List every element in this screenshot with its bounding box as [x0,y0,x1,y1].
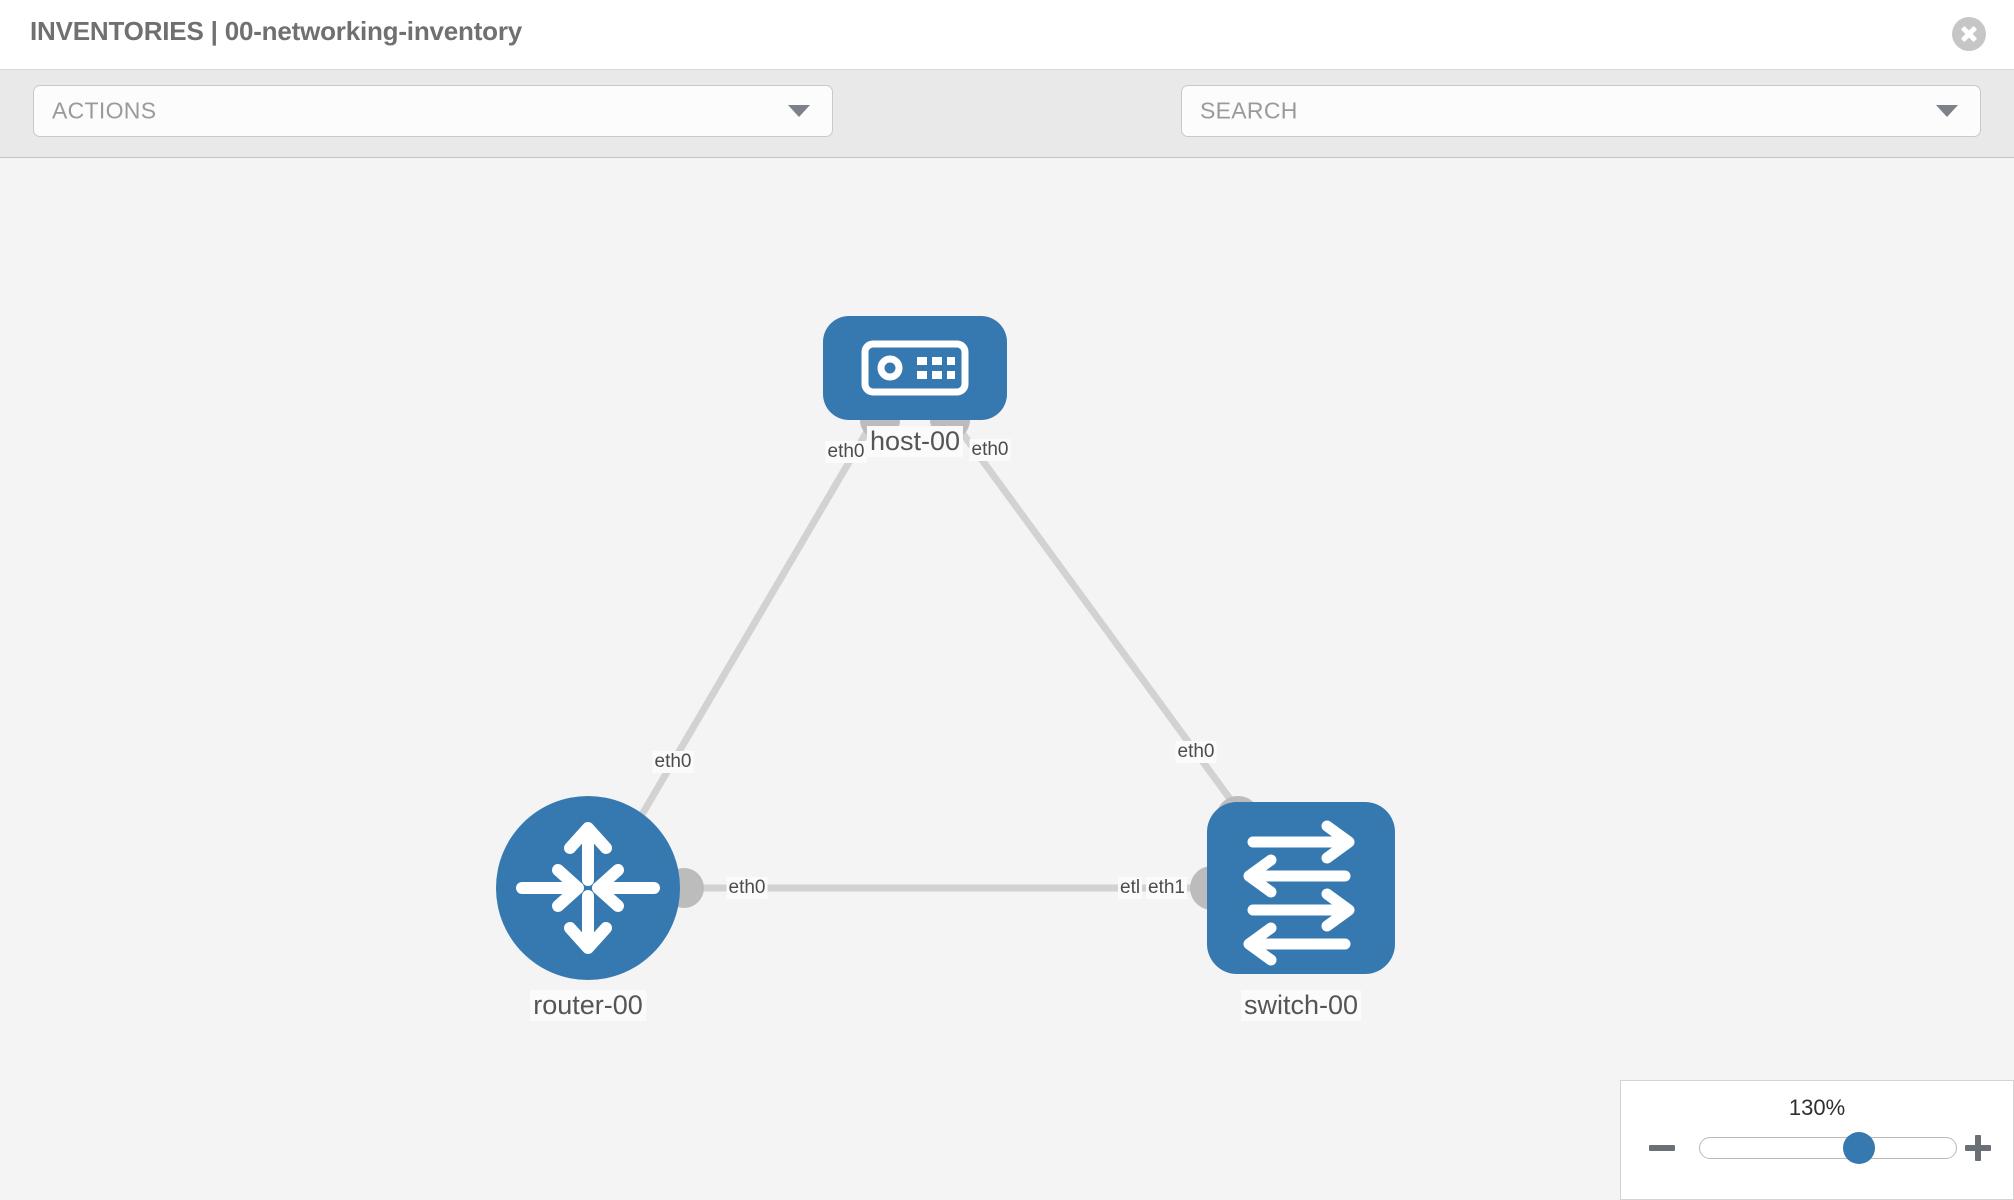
node-router-00 [496,796,680,980]
chevron-down-icon [788,105,810,117]
topology-edges [636,420,1247,892]
zoom-level-value: 130% [1788,1095,1846,1120]
iface-label-router-right[interactable]: eth0 [726,877,768,899]
iface-label-switch-left[interactable]: eth1 [1146,877,1187,899]
search-input[interactable]: SEARCH [1181,85,1981,137]
zoom-control-panel: 130% [1620,1080,2014,1200]
iface-label-switch-left-overlap: etl [1118,877,1143,899]
zoom-in-button[interactable] [1961,1131,1995,1165]
zoom-slider-thumb[interactable] [1842,1132,1875,1164]
topology-canvas[interactable]: host-00 router-00 switch-00 eth0 eth0 et… [0,158,2014,1200]
close-icon[interactable] [1952,17,1986,51]
iface-label-switch-up[interactable]: eth0 [1175,741,1217,763]
actions-dropdown-label: ACTIONS [52,97,157,124]
iface-label-host-left[interactable]: eth0 [825,441,867,463]
node-switch-00 [1207,802,1395,974]
page-title: INVENTORIES | 00-networking-inventory [30,16,523,46]
toolbar: ACTIONS SEARCH [0,70,2014,199]
node-label-router-00[interactable]: router-00 [530,990,646,1021]
switch-icon [1243,820,1355,966]
node-host-00 [823,316,1007,420]
zoom-out-button[interactable] [1645,1131,1679,1165]
zoom-slider-track[interactable] [1699,1132,1957,1164]
topology-connectors [664,400,1260,910]
host-icon [861,340,969,396]
minus-icon [1649,1145,1675,1151]
node-label-host-00[interactable]: host-00 [866,426,964,457]
iface-label-host-right[interactable]: eth0 [969,439,1011,461]
chevron-down-icon [1936,105,1958,117]
iface-label-router-up[interactable]: eth0 [652,751,694,773]
actions-dropdown[interactable]: ACTIONS [33,85,833,137]
node-label-switch-00[interactable]: switch-00 [1240,990,1362,1021]
zoom-slider-row [1621,1129,2013,1169]
topology-graph [496,316,1395,980]
plus-icon-v [1975,1135,1981,1161]
router-icon [516,822,660,954]
search-input-placeholder: SEARCH [1200,97,1298,124]
page-header: INVENTORIES | 00-networking-inventory [0,0,2014,70]
